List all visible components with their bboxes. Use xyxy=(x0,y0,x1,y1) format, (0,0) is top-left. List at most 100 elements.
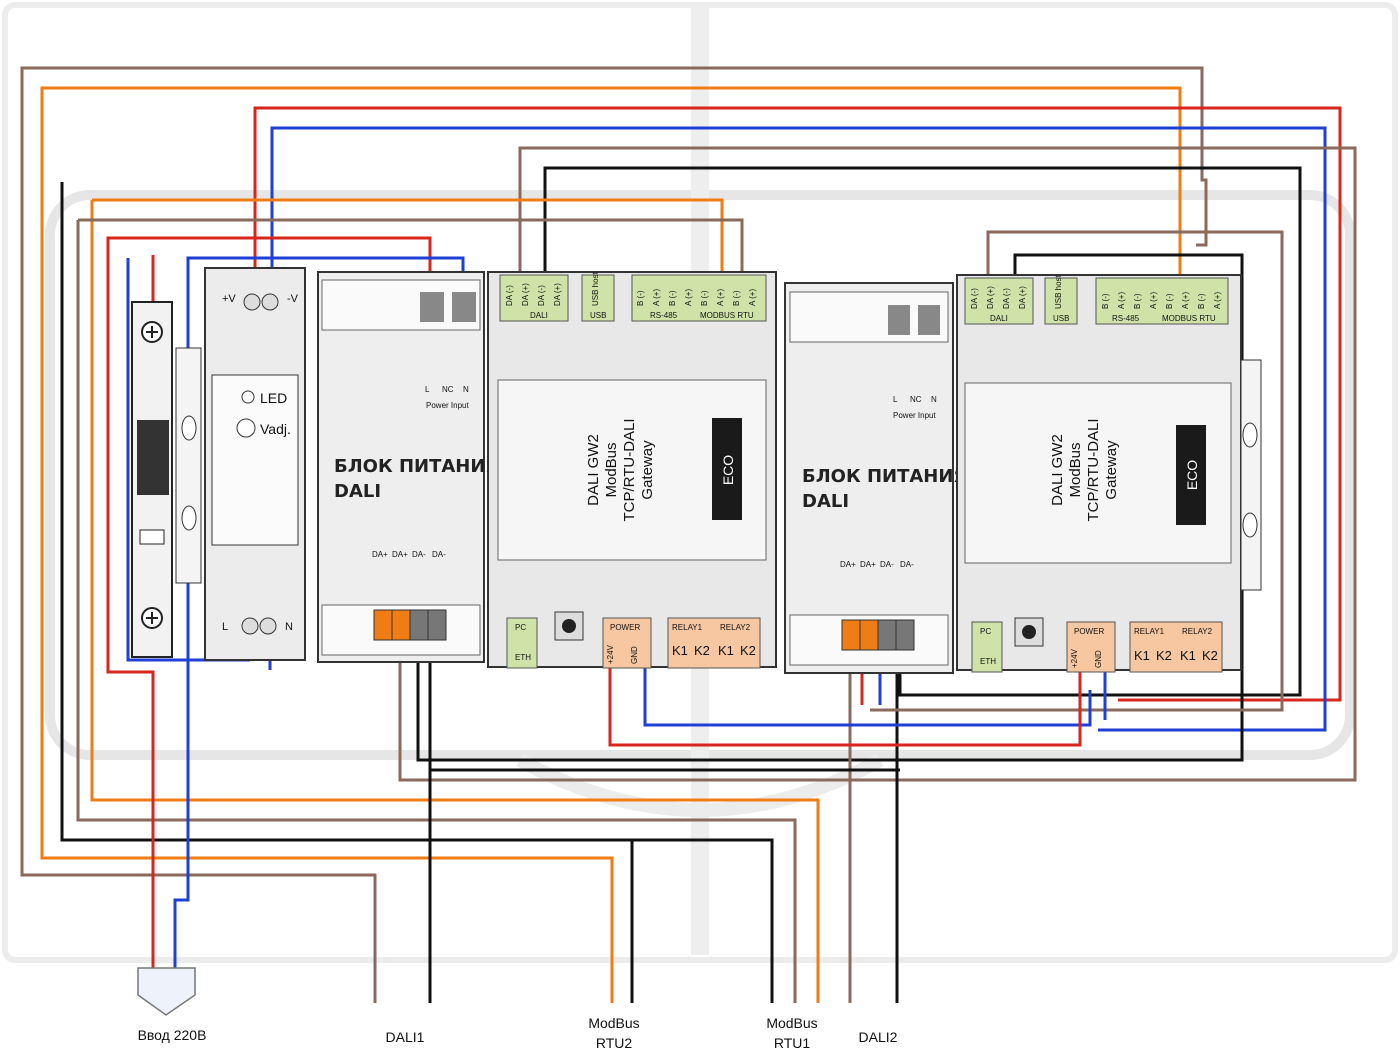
wire-brown-outer xyxy=(20,66,1208,1003)
gw2-rs-pin: B (-) xyxy=(1101,293,1110,309)
rtu1-label-line1: ModBus xyxy=(766,1015,817,1031)
gw1-title-4: Gateway xyxy=(639,440,656,500)
gw1-rs-pin: A (+) xyxy=(684,289,693,306)
wire-black-loop xyxy=(60,182,774,1003)
gw2-power-pin: GND xyxy=(1094,650,1103,668)
gw2-rs485-label: RS-485 xyxy=(1112,314,1140,323)
gw1-relay1-label: RELAY1 xyxy=(672,623,703,632)
psu1-power-input: Power Input xyxy=(426,401,469,410)
wire-brown-rtu1 xyxy=(76,220,797,1003)
wire-brown-gw1-dali xyxy=(398,146,1357,782)
gw2-rs-pin: A (+) xyxy=(1181,292,1190,309)
gw2-rs-pin: A (+) xyxy=(1117,292,1126,309)
psu2-pin-nc: NC xyxy=(910,395,922,404)
gw2-rs-pin: B (-) xyxy=(1133,293,1142,309)
wire-blue-long xyxy=(270,126,1327,732)
gw1-dali-pin: DA (-) xyxy=(505,285,514,306)
psu2-power-input: Power Input xyxy=(893,411,936,420)
gw2-eth-label: ETH xyxy=(980,657,996,666)
gw1-title-3: TCP/RTU-DALI xyxy=(621,418,638,521)
wire-red-long xyxy=(253,106,1342,702)
wires xyxy=(20,66,1357,1003)
psu2-pin-l: L xyxy=(893,395,898,404)
gw1-eth-label: ETH xyxy=(515,653,531,662)
gw2-usb-pin: USB host xyxy=(1054,274,1063,309)
gw1-rs-pin: B (-) xyxy=(636,290,645,306)
supply-l-label: L xyxy=(222,621,228,633)
psu1-bus-pin-2: DA+ xyxy=(392,550,408,559)
gw1-power-pin: GND xyxy=(630,646,639,664)
psu1-title-2: DALI xyxy=(334,481,381,502)
gw1-relay-pin-2: K2 xyxy=(694,643,710,658)
gw1-logo: ECO xyxy=(720,455,736,485)
psu2-title-1: БЛОК ПИТАНИЯ xyxy=(802,466,967,487)
gw2-logo: ECO xyxy=(1184,460,1200,490)
gw2-power-label: POWER xyxy=(1074,627,1104,636)
gw2-relay-pin-3: K1 xyxy=(1180,648,1196,663)
rtu1-label-line2: RTU1 xyxy=(774,1035,811,1051)
gw1-dali-pin: DA (-) xyxy=(537,285,546,306)
gw1-relay-pin-1: K1 xyxy=(672,643,688,658)
supply-minus-label: -V xyxy=(287,293,299,305)
gw1-title-2: ModBus xyxy=(603,442,620,497)
gw1-rs-pin: B (-) xyxy=(700,290,709,306)
gw2-title-1: DALI GW2 xyxy=(1049,434,1066,506)
gw2-power-pin: +24V xyxy=(1070,648,1079,668)
gw2-relay-pin-1: K1 xyxy=(1134,648,1150,663)
gw2-title-3: TCP/RTU-DALI xyxy=(1085,418,1102,521)
gw1-rs-pin: B (-) xyxy=(668,290,677,306)
wire-gnd-gw1 xyxy=(643,665,1092,727)
psu1-pin-n: N xyxy=(463,385,469,394)
gw1-dali-pin: DA (+) xyxy=(521,283,530,306)
gw2-relay1-label: RELAY1 xyxy=(1134,627,1165,636)
gw2-dali-pin: DA (+) xyxy=(1018,286,1027,309)
dali-psu-2: БЛОК ПИТАНИЯ DALI Power Input L NC N DA+… xyxy=(784,282,967,674)
psu2-bus-pin-4: DA- xyxy=(900,560,914,569)
rtu2-label-line1: ModBus xyxy=(588,1015,639,1031)
gw2-title-2: ModBus xyxy=(1067,442,1084,497)
psu1-title-1: БЛОК ПИТАНИЯ xyxy=(334,456,499,477)
wire-black-gw1-dali xyxy=(543,166,1302,697)
psu1-bus-pin-3: DA- xyxy=(412,550,426,559)
gw2-usb-label: USB xyxy=(1053,314,1069,323)
led-label: LED xyxy=(260,390,287,406)
dali2-label: DALI2 xyxy=(859,1029,898,1045)
gw1-rs485-label: RS-485 xyxy=(650,311,678,320)
gw1-relay-pin-3: K1 xyxy=(718,643,734,658)
led-icon xyxy=(241,390,255,404)
gw2-side-terminal xyxy=(1240,359,1262,591)
gw1-rs-pin: A (+) xyxy=(748,289,757,306)
psu1-pin-nc: NC xyxy=(442,385,454,394)
gw1-relay-pin-4: K2 xyxy=(740,643,756,658)
psu2-pin-n: N xyxy=(931,395,937,404)
supply-plus-label: +V xyxy=(222,293,236,305)
wire-mains-red xyxy=(106,236,432,968)
gw1-pc-label: PC xyxy=(515,623,526,632)
dali-psu-1: БЛОК ПИТАНИЯ DALI Power Input L NC N DA+… xyxy=(317,271,499,663)
rtu2-label-line2: RTU2 xyxy=(596,1035,633,1051)
gw1-power-pin: +24V xyxy=(606,644,615,664)
circuit-breaker xyxy=(131,301,173,658)
gw1-rs-pin: B (-) xyxy=(732,290,741,306)
psu1-bus-pin-1: DA+ xyxy=(372,550,388,559)
gw1-rs-pin: A (+) xyxy=(716,289,725,306)
wire-24v-gw1 xyxy=(608,665,1082,747)
gw2-rtu-label: MODBUS RTU xyxy=(1162,314,1216,323)
wire-orange-rtu1 xyxy=(90,198,820,1003)
gw1-dali-pin: DA (+) xyxy=(553,283,562,306)
gw1-title-1: DALI GW2 xyxy=(585,434,602,506)
gw1-dali-label: DALI xyxy=(530,311,548,320)
gw1-reset-button xyxy=(554,611,584,641)
gw2-relay2-label: RELAY2 xyxy=(1182,627,1213,636)
gw2-dali-pin: DA (-) xyxy=(970,288,979,309)
psu2-bus-pin-1: DA+ xyxy=(840,560,856,569)
gw1-power-label: POWER xyxy=(610,623,640,632)
input-220v-label: Ввод 220В xyxy=(138,1027,207,1043)
dali1-label: DALI1 xyxy=(386,1029,425,1045)
gw2-relay-pin-4: K2 xyxy=(1202,648,1218,663)
vadj-label: Vadj. xyxy=(260,421,291,437)
vadj-knob-icon xyxy=(236,418,256,438)
dali-gateway-2: ECO DALI GW2 ModBus TCP/RTU-DALI Gateway… xyxy=(956,274,1242,673)
gw1-rtu-label: MODBUS RTU xyxy=(700,311,754,320)
